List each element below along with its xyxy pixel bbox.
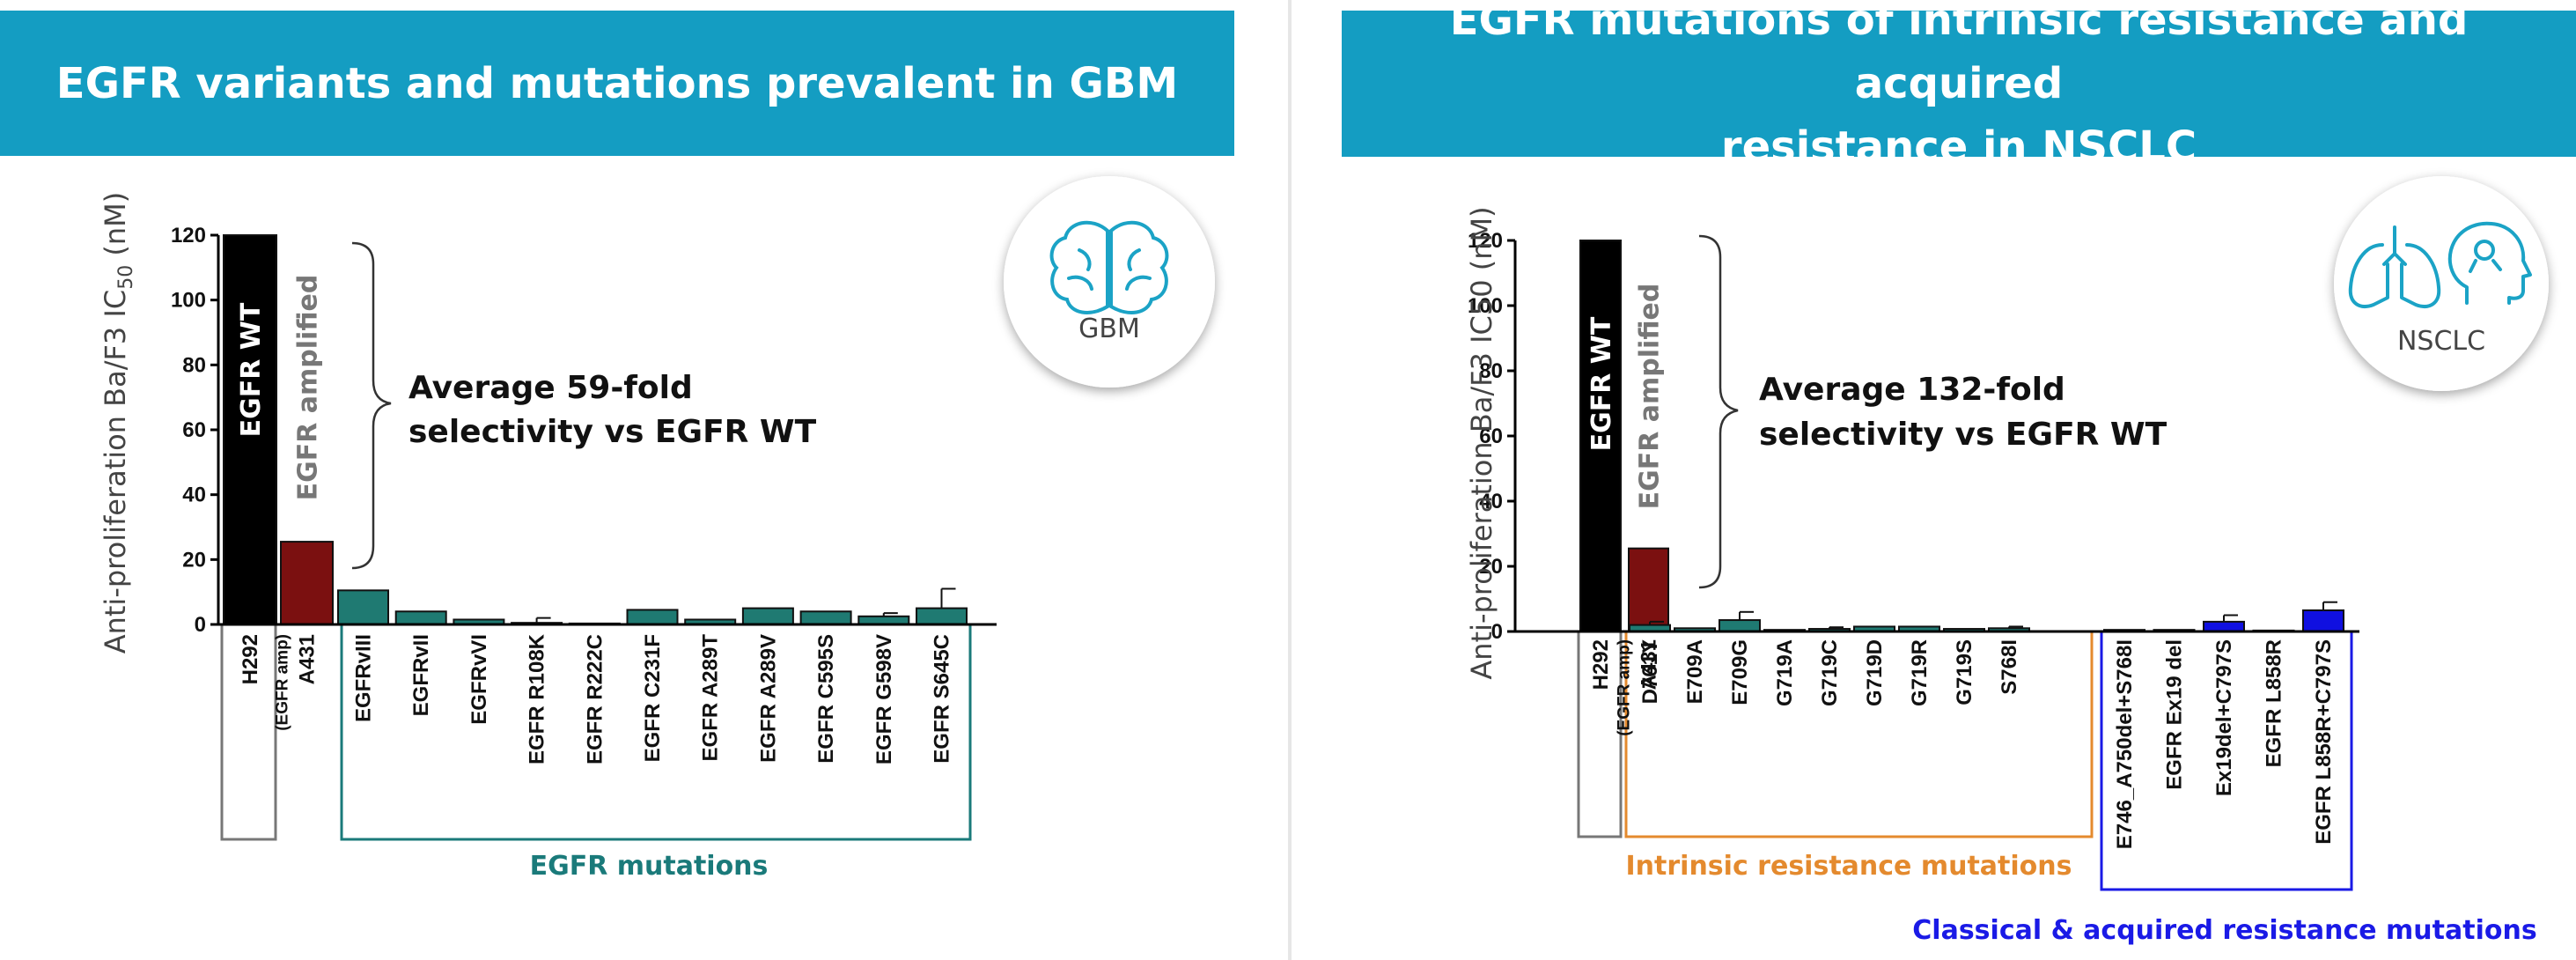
- panel-title-line: EGFR mutations of intrinsic resistance a…: [1449, 0, 2469, 108]
- category-label: EGFR S645C: [931, 634, 954, 764]
- panel-title: EGFR mutations of intrinsic resistance a…: [1342, 0, 2576, 179]
- banner-gbm-title: EGFR variants and mutations prevalent in…: [0, 11, 1234, 156]
- category-label: EGFR R222C: [583, 634, 607, 764]
- y-axis-label: Anti-proliferation Ba/F3 IC50 (nM): [1465, 206, 1498, 679]
- category-sublabel: (EGFR amp): [274, 634, 292, 731]
- y-tick-label: 0: [195, 613, 206, 637]
- bar-h292: [223, 234, 277, 625]
- selectivity-annotation-line2: selectivity vs EGFR WT: [1759, 417, 2168, 453]
- y-tick-label: 120: [1468, 229, 1503, 253]
- h292-label-box: [220, 623, 277, 841]
- category-label: EGFRvVI: [467, 634, 491, 725]
- banner-nsclc-title: EGFR mutations of intrinsic resistance a…: [1342, 0, 2576, 172]
- category-label: E709A: [1683, 639, 1707, 704]
- category-label: D761Y: [1638, 639, 1662, 704]
- panel-title: EGFR variants and mutations prevalent in…: [55, 58, 1179, 108]
- y-tick-label: 40: [182, 484, 206, 507]
- category-label: H292: [1589, 639, 1613, 690]
- bar-e709g: [1719, 619, 1761, 632]
- category-label: EGFR R108K: [526, 633, 549, 764]
- category-label: E746_A750del+S768I: [2113, 639, 2137, 849]
- category-label: EGFR C231F: [641, 634, 665, 762]
- category-label: G719A: [1773, 639, 1797, 706]
- group-label-classical-acquired: Classical & acquired resistance mutation…: [1912, 915, 2536, 946]
- category-label: EGFRvII: [409, 634, 433, 716]
- category-label: Ex19del+C797S: [2212, 639, 2236, 796]
- category-label: EGFRvIII: [352, 634, 376, 722]
- category-label: EGFR A289V: [756, 634, 780, 763]
- brain-icon: [1004, 176, 1215, 388]
- bar-inside-label: EGFR amplified: [293, 275, 324, 501]
- y-tick-label: 100: [171, 289, 206, 313]
- category-label: EGFR L858R: [2263, 639, 2286, 767]
- y-tick-label: 0: [1491, 620, 1503, 644]
- y-axis-label-subscript: 50: [115, 265, 137, 290]
- y-axis-label: Anti-proliferation Ba/F3 IC50 (nM): [99, 192, 137, 654]
- y-tick-label: 120: [171, 224, 206, 247]
- bar-egfr-c231f: [626, 609, 679, 625]
- y-tick-label: 40: [1479, 490, 1503, 513]
- icon-label-gbm: GBM: [1078, 314, 1140, 344]
- category-label: EGFR L858R+C797S: [2312, 639, 2336, 845]
- category-label: E709G: [1728, 639, 1752, 705]
- panel-title-line: resistance in NSCLC: [1720, 122, 2197, 172]
- selectivity-brace: [1698, 234, 1739, 589]
- group-label-intrinsic: Intrinsic resistance mutations: [1626, 851, 2072, 882]
- bar-egfr-l858r-c797s: [2302, 609, 2344, 633]
- y-tick-label: 20: [182, 548, 206, 572]
- y-tick-label: 100: [1468, 294, 1503, 318]
- selectivity-annotation-line1: Average 59-fold: [408, 370, 693, 406]
- category-label: EGFR G598V: [872, 634, 896, 764]
- bar-a431: [280, 541, 334, 626]
- icon-label-nsclc: NSCLC: [2397, 326, 2485, 357]
- category-label: A431: [1638, 639, 1661, 690]
- category-label: EGFR C595S: [814, 634, 838, 764]
- y-tick-label: 60: [1479, 425, 1503, 448]
- bar-egfrviii: [337, 589, 389, 626]
- category-sublabel: (EGFR amp): [1616, 639, 1634, 736]
- bar-egfr-s645c: [916, 607, 968, 625]
- category-label: A431: [296, 634, 320, 684]
- y-axis-label-unit: (nM): [99, 192, 132, 265]
- y-tick-label: 80: [182, 353, 206, 377]
- y-tick-label: 20: [1479, 555, 1503, 579]
- category-label: G719R: [1908, 639, 1932, 706]
- category-label: S768I: [1998, 639, 2021, 695]
- bar-ex19del-c797s: [2203, 620, 2245, 633]
- bar-inside-label: EGFR amplified: [1635, 284, 1666, 510]
- y-axis-label-main: Anti-proliferation Ba/F3 IC: [99, 290, 132, 654]
- category-label: G719D: [1863, 639, 1887, 706]
- bar-a431: [1628, 547, 1669, 633]
- bar-egfr-c595s: [799, 610, 852, 625]
- bar-inside-label: EGFR WT: [236, 302, 267, 437]
- category-label: H292: [239, 634, 262, 684]
- bar-egfrvii: [394, 610, 447, 625]
- bar-h292: [1579, 240, 1622, 632]
- h292-label-box: [1577, 630, 1623, 838]
- category-label: G719C: [1818, 639, 1842, 706]
- panel-divider: [1288, 0, 1292, 960]
- group-bracket-0: [1624, 631, 2094, 838]
- group-bracket-1: [2100, 631, 2353, 891]
- selectivity-annotation-line2: selectivity vs EGFR WT: [408, 414, 817, 450]
- selectivity-brace: [351, 241, 392, 570]
- category-label: EGFR Ex19 del: [2163, 639, 2187, 790]
- bar-egfr-a289v: [741, 607, 794, 625]
- group-label-egfr-mutations: EGFR mutations: [530, 851, 769, 882]
- category-label: EGFR A289T: [699, 634, 723, 762]
- y-tick-label: 80: [1479, 359, 1503, 383]
- lungs-head-icon: [2334, 176, 2549, 391]
- y-tick-label: 60: [182, 418, 206, 442]
- group-bracket-0: [340, 624, 972, 841]
- bar-inside-label: EGFR WT: [1586, 316, 1617, 451]
- selectivity-annotation-line1: Average 132-fold: [1759, 372, 2065, 408]
- category-label: G719S: [1953, 639, 1976, 705]
